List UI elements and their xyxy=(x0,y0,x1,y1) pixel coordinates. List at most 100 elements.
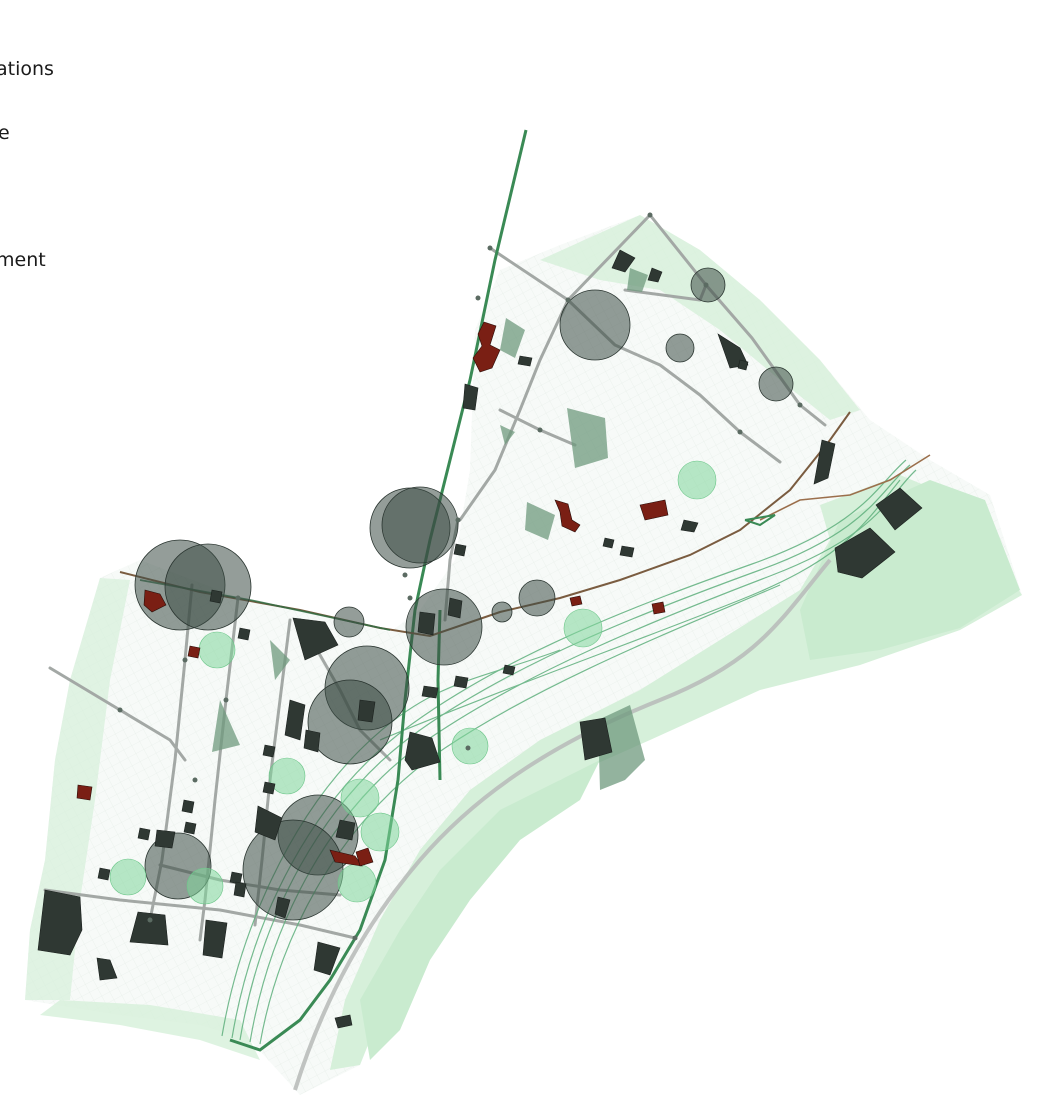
transit-stop xyxy=(703,282,709,288)
transit-stop xyxy=(797,402,803,408)
building xyxy=(254,805,283,841)
transit-stop xyxy=(352,935,358,941)
building xyxy=(292,617,339,661)
transit-stop xyxy=(487,245,493,251)
catchment-circle xyxy=(491,601,513,623)
building xyxy=(502,664,516,676)
building xyxy=(154,829,176,849)
building xyxy=(453,675,469,689)
green-line-east-spur xyxy=(744,514,776,527)
parcel xyxy=(270,640,290,680)
building xyxy=(137,827,151,841)
catchment-circle xyxy=(405,588,483,666)
heritage-building xyxy=(143,589,167,613)
heritage-building xyxy=(355,847,374,867)
building xyxy=(717,333,749,369)
heritage-building xyxy=(651,601,666,615)
transit-stop xyxy=(565,297,571,303)
building xyxy=(611,249,636,273)
heritage-building xyxy=(554,499,581,533)
building xyxy=(619,545,635,558)
building xyxy=(262,781,276,795)
building xyxy=(97,867,111,881)
buildings xyxy=(37,249,923,1029)
heritage-building xyxy=(76,784,93,801)
heritage-building xyxy=(329,849,363,867)
green-catchment-circle xyxy=(268,757,306,795)
transit-stop xyxy=(647,212,653,218)
building xyxy=(209,589,223,604)
building xyxy=(313,941,341,976)
catchment-circle xyxy=(665,333,695,363)
catchment-circles xyxy=(109,267,794,921)
parcel xyxy=(500,425,515,445)
parcel xyxy=(598,705,645,790)
building xyxy=(875,487,923,531)
heritage-building xyxy=(472,321,501,373)
building xyxy=(181,799,195,814)
building xyxy=(129,911,169,946)
transit-stop xyxy=(455,517,461,523)
building xyxy=(602,537,615,549)
legend-label: e xyxy=(0,122,10,144)
building xyxy=(404,731,441,771)
green-catchment-circle xyxy=(677,460,717,500)
building xyxy=(579,717,613,761)
transit-stop xyxy=(475,295,481,301)
transit-stop xyxy=(117,707,123,713)
green-catchment-circle xyxy=(360,812,400,852)
south-greenery xyxy=(40,1000,260,1060)
catchment-circle xyxy=(242,819,344,921)
green-catchment-circle xyxy=(563,608,603,648)
building xyxy=(462,383,479,411)
transit-stop xyxy=(192,777,198,783)
building xyxy=(737,359,749,371)
transit-stop xyxy=(223,697,229,703)
catchment-circle xyxy=(307,679,393,765)
catchment-circle xyxy=(381,486,459,564)
brown-line-spur xyxy=(759,454,931,521)
building xyxy=(96,957,118,981)
building xyxy=(303,729,321,753)
building xyxy=(517,355,533,367)
parcel xyxy=(212,700,240,752)
building xyxy=(417,611,436,636)
building xyxy=(834,527,896,579)
street-west-avenue-2 xyxy=(198,596,240,942)
transit-stop xyxy=(235,595,241,601)
building xyxy=(237,627,251,641)
green-catchment-circle xyxy=(186,867,224,905)
building xyxy=(202,919,228,959)
building xyxy=(453,543,467,557)
transit-stop xyxy=(465,745,471,751)
parcel xyxy=(500,318,525,358)
catchment-circle xyxy=(518,579,556,617)
catchment-circle xyxy=(758,366,794,402)
green-catchment-circle xyxy=(340,778,380,818)
building xyxy=(274,896,291,919)
transit-stop xyxy=(407,595,413,601)
heritage-building xyxy=(187,645,201,659)
heritage-building xyxy=(639,499,669,521)
building xyxy=(421,685,439,699)
building xyxy=(183,821,197,835)
building xyxy=(647,267,663,283)
building xyxy=(334,1014,353,1029)
legend-label: ations xyxy=(0,58,54,80)
transit-stop xyxy=(737,429,743,435)
building xyxy=(37,889,83,956)
building xyxy=(680,519,699,533)
transit-stops xyxy=(117,212,803,941)
parcel xyxy=(567,408,608,468)
building xyxy=(357,699,376,723)
transit-stop xyxy=(147,917,153,923)
highway-corridor xyxy=(293,558,832,1091)
transit-stop xyxy=(182,657,188,663)
green-catchment-circle xyxy=(198,631,236,669)
building xyxy=(813,439,836,485)
green-catchment-circle xyxy=(337,863,377,903)
building xyxy=(335,819,356,841)
lower-riverside xyxy=(360,760,600,1060)
